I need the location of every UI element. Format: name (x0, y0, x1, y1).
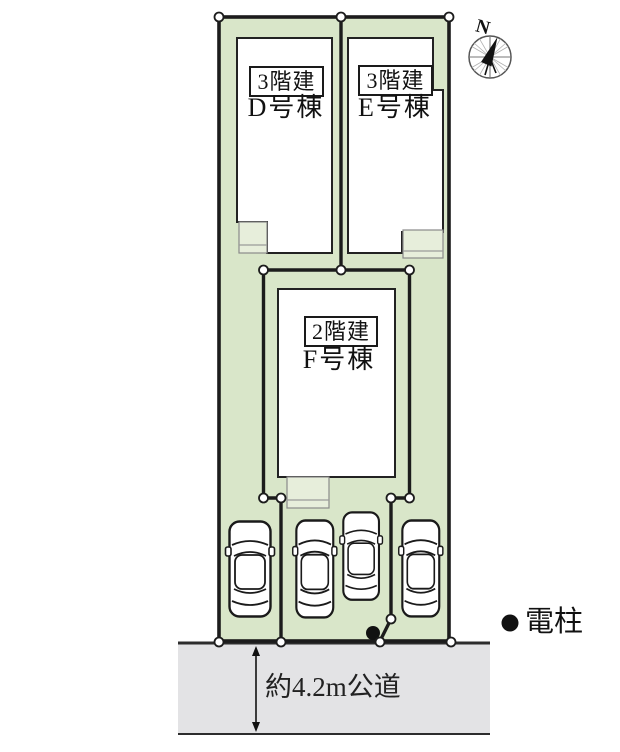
road-surface (178, 644, 490, 734)
building-f-floors-label: 2階建 (304, 316, 378, 347)
building-f-name-label: F号棟 (302, 345, 376, 374)
car (338, 511, 384, 601)
compass-icon (468, 35, 512, 79)
road-width-label: 約4.2m公道 (265, 672, 401, 702)
legend-utility-pole-label: 電柱 (525, 606, 584, 638)
building-e-porch (402, 229, 444, 259)
boundary-vertex-markers (213, 11, 457, 648)
road-area (178, 641, 490, 735)
building-d-name-label: D号棟 (247, 93, 325, 122)
building-d-floors-label: 3階建 (249, 66, 324, 97)
car (291, 519, 339, 619)
car (397, 519, 445, 618)
building-d-porch (238, 221, 268, 254)
building-f-porch (286, 476, 330, 509)
car (224, 520, 276, 618)
road-width-dimension-arrow (252, 646, 260, 732)
utility-pole-dot (366, 626, 380, 640)
legend-utility-pole-dot (501, 614, 519, 632)
building-e-name-label: E号棟 (358, 93, 432, 122)
building-e-floors-label: 3階建 (358, 65, 433, 96)
